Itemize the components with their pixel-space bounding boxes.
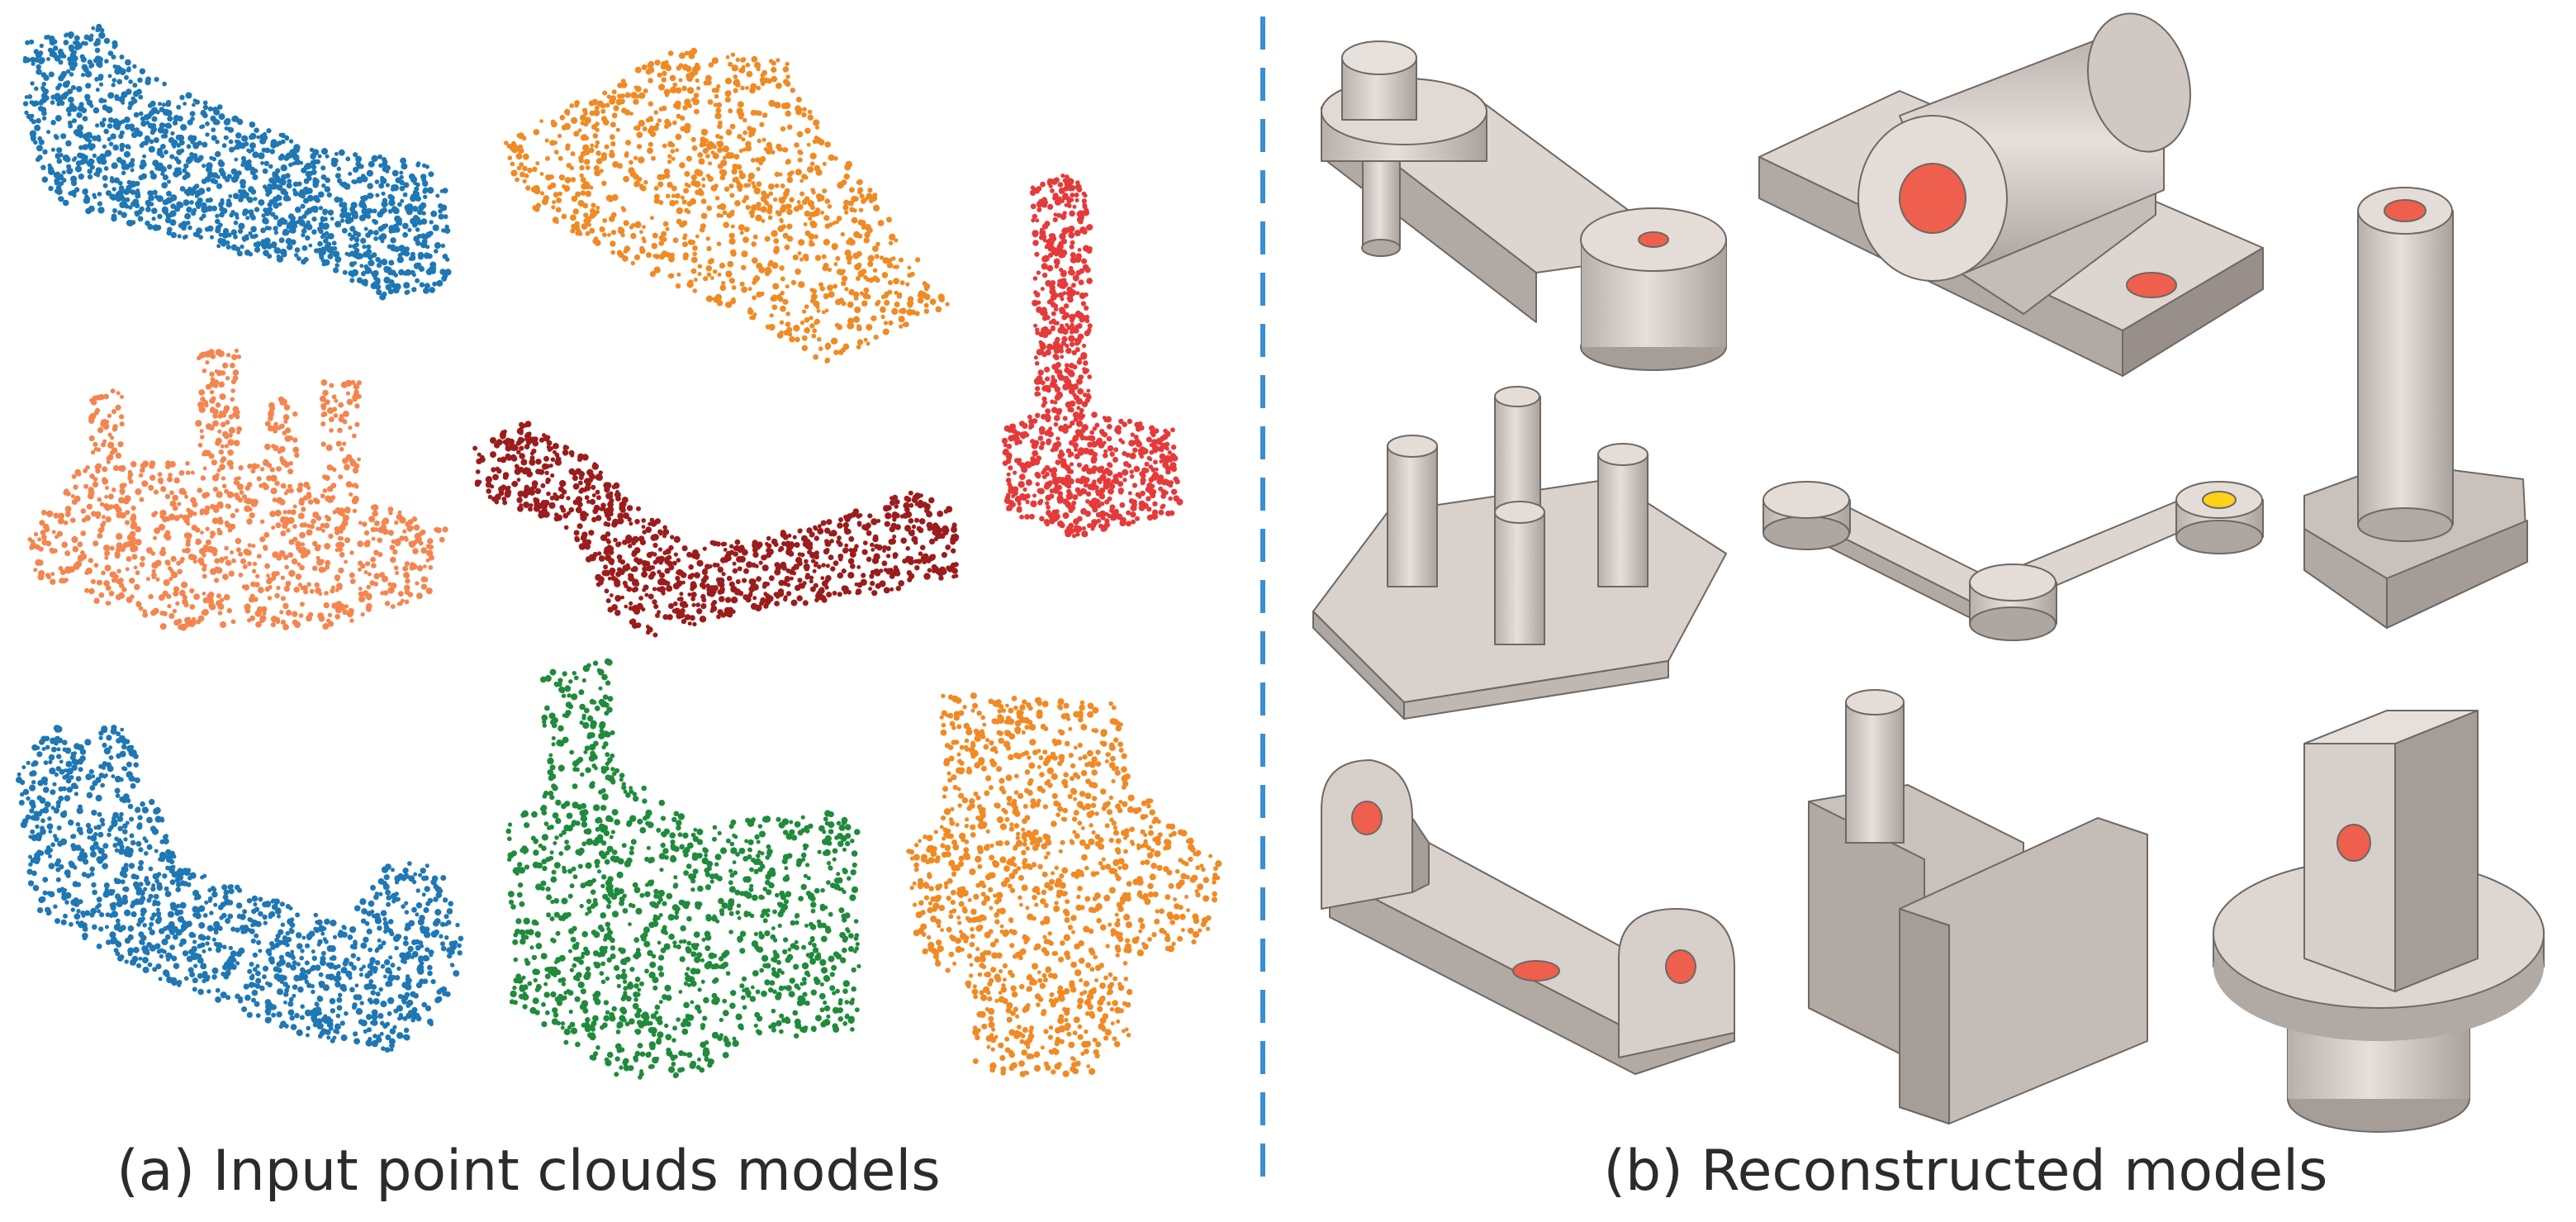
reconstructed-models-panel <box>1312 12 2545 1133</box>
model-pillow-block <box>1758 12 2264 377</box>
model-block-plate-pin <box>1808 689 2148 1125</box>
model-flange-plate <box>2213 710 2545 1133</box>
model-hex-plate-pins <box>1312 386 1727 720</box>
cloud-coral-pins <box>27 348 448 631</box>
caption-reconstructed-models: (b) Reconstructed models <box>1604 1139 2328 1204</box>
model-cylinder-on-hex <box>2303 187 2528 629</box>
cloud-blue-bracket <box>16 725 464 1053</box>
model-u-bracket <box>1321 759 1735 1075</box>
point-clouds-panel <box>16 23 1222 1080</box>
caption-input-point-clouds: (a) Input point clouds models <box>116 1139 940 1204</box>
cloud-red-post <box>1001 174 1184 539</box>
cloud-orange-block <box>504 47 950 364</box>
cloud-green-block <box>505 658 861 1080</box>
cloud-blue-link <box>22 23 452 301</box>
cloud-darkred-link <box>472 421 960 638</box>
cloud-orange-flange <box>906 692 1222 1077</box>
model-link-arm <box>1321 40 1727 371</box>
model-bent-link <box>1762 481 2264 641</box>
